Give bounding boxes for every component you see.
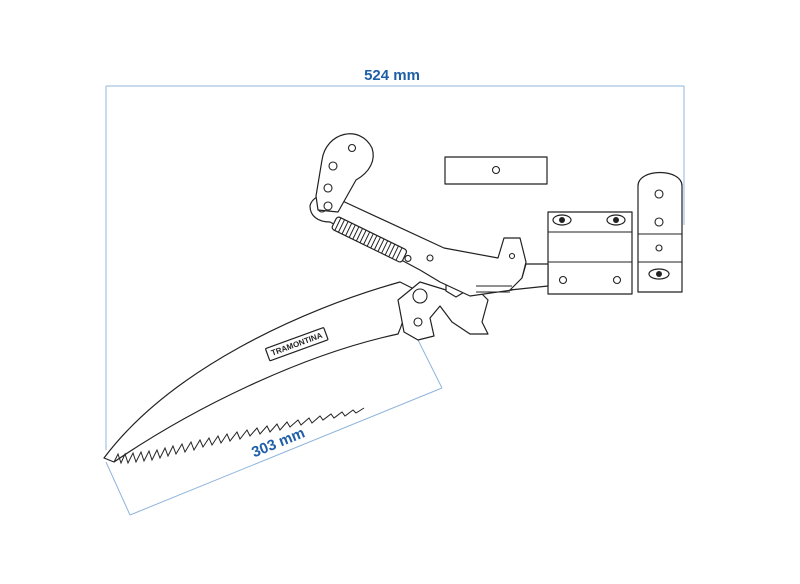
wing-nut-bracket [648, 268, 670, 280]
spacer-block [444, 156, 548, 185]
pole-clamp [547, 211, 633, 295]
pole-bracket [637, 172, 683, 293]
coil-spring [331, 216, 412, 263]
pivot-hole [412, 288, 428, 304]
pull-plate [315, 133, 374, 213]
blade-teeth [113, 407, 365, 465]
brand-plate: TRAMONTINA [265, 327, 329, 362]
wing-nut-right [606, 214, 626, 226]
wing-nut-left [552, 214, 572, 226]
saw-blade: TRAMONTINA [103, 281, 413, 465]
overall-length-dimension: 524 mm [105, 67, 685, 450]
overall-length-label: 524 mm [364, 67, 420, 84]
lever-arm [309, 194, 527, 297]
connecting-rod [476, 263, 549, 293]
